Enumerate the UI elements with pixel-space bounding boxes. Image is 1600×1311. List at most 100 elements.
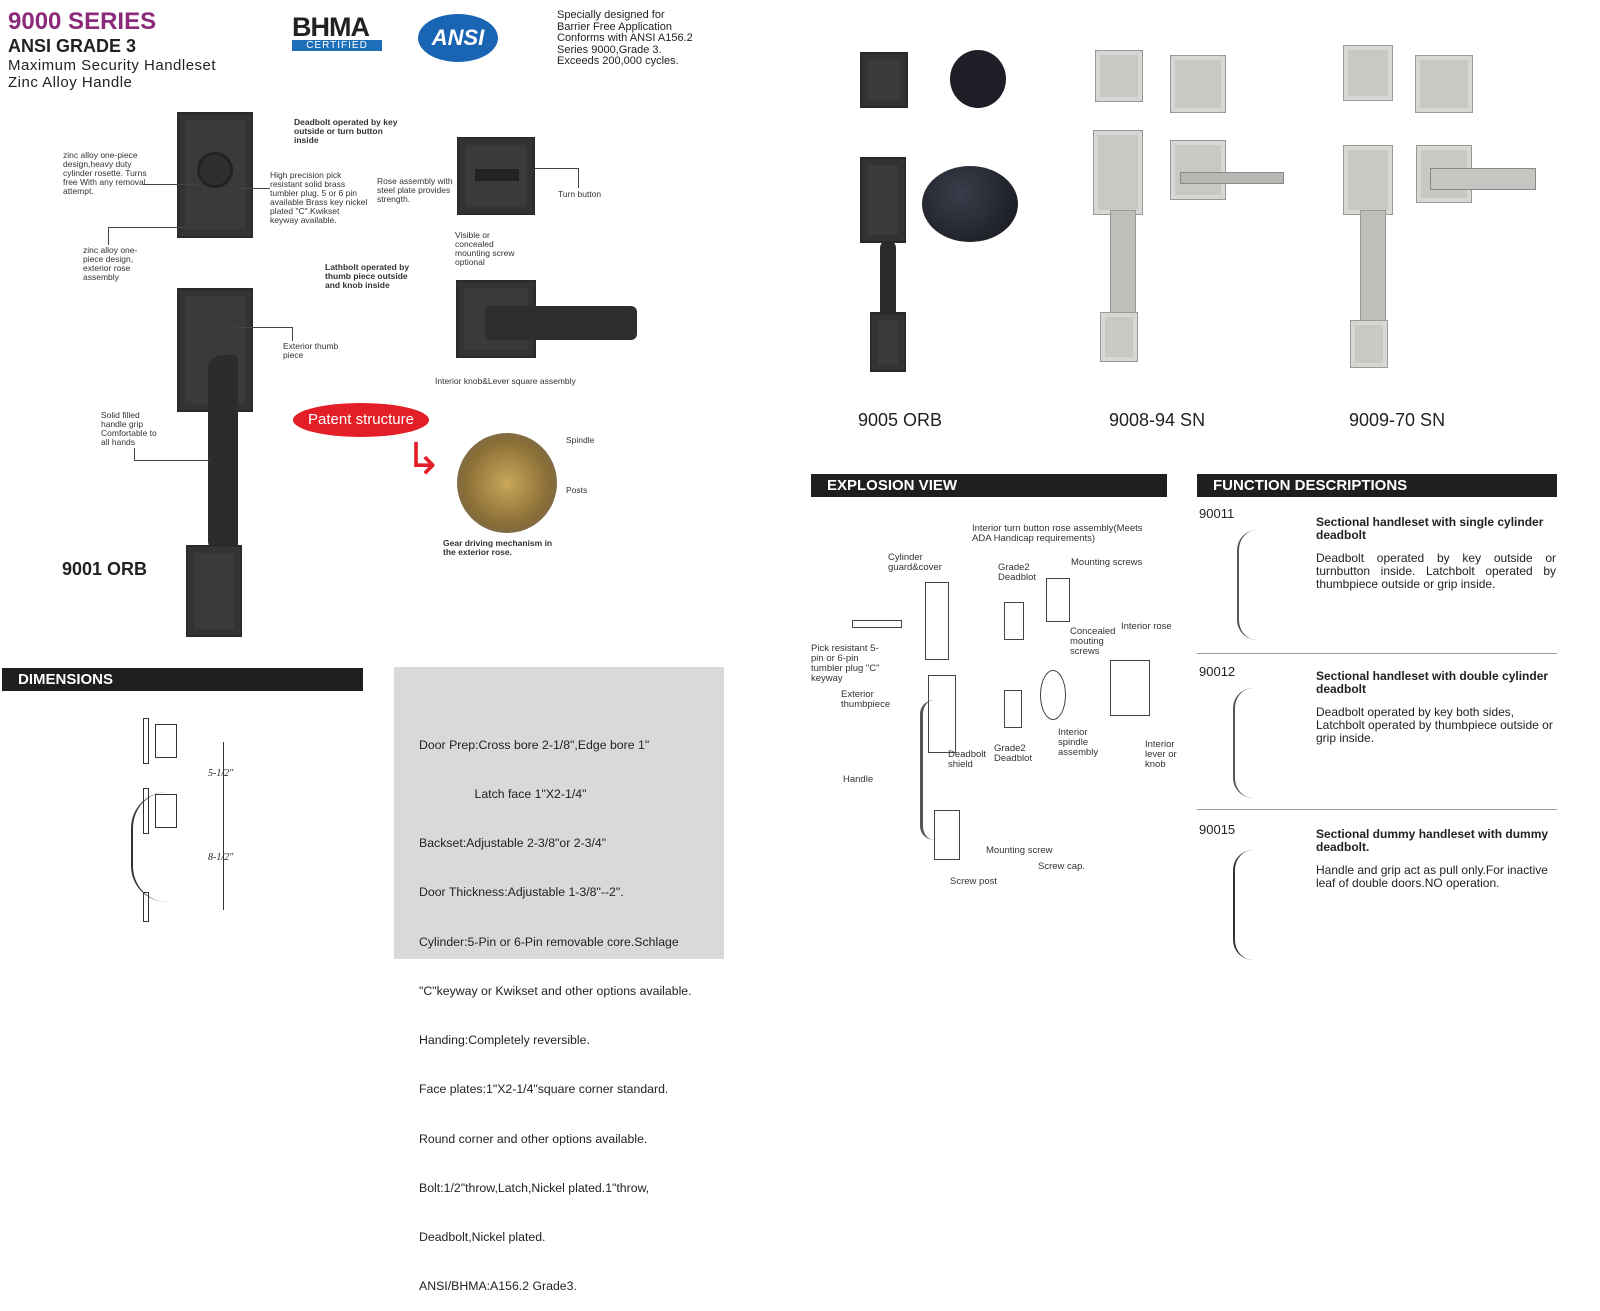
product-model-9008: 9008-94 SN (1109, 410, 1206, 430)
callout-spindle: Spindle (566, 435, 595, 445)
function-code: 90011 (1199, 506, 1235, 521)
product-9008-turn-image (1170, 55, 1226, 113)
explosion-view-header: EXPLOSION VIEW (811, 474, 1167, 497)
handle-grip-image (208, 355, 238, 555)
label-mount-screws: Mounting screws (1071, 557, 1143, 568)
bhma-logo: BHMA CERTIFIED (292, 14, 382, 51)
dimensions-drawing (125, 712, 225, 922)
spec-text: Round corner and other options available… (419, 1131, 648, 1146)
product-9008-deadbolt-image (1095, 50, 1143, 102)
deadbolt-plate-image (177, 112, 253, 238)
spec-line: Conforms with ANSI A156.2 (557, 32, 693, 44)
spec-text: Door Thickness:Adjustable 1-3/8"--2". (419, 885, 624, 900)
product-9005-grip (880, 240, 896, 320)
callout-deadbolt-op: Deadbolt operated by key outside or turn… (294, 117, 398, 145)
callout-precision: High precision pick resistant solid bras… (270, 170, 368, 225)
bhma-certified: CERTIFIED (292, 40, 382, 51)
ansi-logo: ANSI (418, 14, 498, 62)
specs-box: Door Prep:Cross bore 2-1/8",Edge bore 1"… (394, 667, 724, 1293)
label-spindle: Interior spindle assembly (1058, 727, 1099, 758)
spec-block: Specially designed for Barrier Free Appl… (557, 9, 693, 68)
label-cyl-guard: Cylinder guard&cover (888, 552, 942, 573)
product-model-9009: 9009-70 SN (1349, 410, 1446, 430)
function-diagram-icon (1233, 850, 1263, 960)
label-screw-cap: Screw cap. (1038, 861, 1085, 872)
product-9009-deadbolt-image (1343, 45, 1393, 101)
curved-arrow-icon: ↳ (405, 435, 442, 484)
function-title: Sectional handleset with double cylinder… (1316, 669, 1549, 696)
dimension-8-1-2: 8-1/2" (208, 852, 234, 863)
product-9008-lever-rose (1170, 140, 1226, 200)
spec-text: Backset:Adjustable 2-3/8"or 2-3/4" (419, 836, 607, 851)
product-9009-lever (1430, 168, 1536, 190)
turn-button-rose-image (457, 137, 535, 215)
callout-interior-assembly: Interior knob&Lever square assembly (435, 376, 576, 386)
callout-posts: Posts (566, 485, 588, 495)
function-diagram-icon (1233, 688, 1263, 798)
label-db-shield: Deadbolt shield (948, 749, 987, 770)
turn-button-icon (475, 169, 519, 181)
product-9005-knob-image (922, 166, 1018, 242)
product-9005-turn-image (950, 50, 1006, 108)
function-list: 90011 Sectional handleset with single cy… (1197, 500, 1557, 960)
model-label-9001: 9001 ORB (62, 559, 148, 579)
patent-badge: Patent structure (293, 403, 429, 437)
subtitle-2: Zinc Alloy Handle (8, 74, 133, 91)
label-interior-turn: Interior turn button rose assembly(Meets… (972, 523, 1143, 544)
callout-solid-grip: Solid filled handle grip Comfortable to … (101, 410, 157, 447)
function-title: Sectional handleset with single cylinder… (1316, 515, 1544, 542)
product-9005-handle-bottom (870, 312, 906, 372)
label-grade2-top: Grade2 Deadblot (998, 562, 1037, 583)
function-title: Sectional dummy handleset with dummy dea… (1316, 827, 1549, 854)
label-ext-thumb: Exterior thumbpiece (841, 689, 891, 710)
product-9008-lever (1180, 172, 1284, 184)
label-handle: Handle (843, 774, 874, 785)
cylinder-icon (197, 152, 233, 188)
function-desc: Deadbolt operated by key outside or turn… (1316, 551, 1556, 591)
spec-text: Door Prep:Cross bore 2-1/8",Edge bore 1" (419, 737, 650, 752)
product-9009-turn-image (1415, 55, 1473, 113)
spec-line: Exceeds 200,000 cycles. (557, 55, 679, 67)
callout-ext-thumb: Exterior thumb piece (283, 341, 339, 360)
label-grade2-bottom: Grade2 Deadblot (994, 743, 1033, 764)
spec-text: Bolt:1/2"throw,Latch,Nickel plated.1"thr… (419, 1180, 650, 1195)
callout-visible-screw: Visible or concealed mounting screw opti… (455, 230, 515, 267)
spec-text: Cylinder:5-Pin or 6-Pin removable core.S… (419, 934, 679, 949)
product-9008-grip (1110, 210, 1136, 320)
label-int-rose: Interior rose (1121, 621, 1172, 632)
subtitle-1: Maximum Security Handleset (8, 57, 217, 74)
function-code: 90012 (1199, 664, 1236, 679)
spec-text: ANSI/BHMA:A156.2 Grade3. (419, 1279, 577, 1294)
product-model-9005: 9005 ORB (858, 410, 943, 430)
dimensions-header: DIMENSIONS (2, 668, 363, 691)
product-9009-grip (1360, 210, 1386, 325)
handle-bottom-plate-image (186, 545, 242, 637)
gear-mechanism-image (457, 433, 557, 533)
label-pick: Pick resistant 5-pin or 6-pin tumbler pl… (811, 643, 880, 684)
product-9008-handle-top (1093, 130, 1143, 215)
function-diagram-icon (1237, 530, 1267, 640)
function-item: 90011 Sectional handleset with single cy… (1197, 500, 1557, 654)
series-title: 9000 SERIES (8, 8, 157, 35)
function-desc: Deadbolt operated by key both sides, Lat… (1316, 705, 1553, 745)
explosion-diagram (810, 520, 1180, 890)
dimension-5-1-2: 5-1/2" (208, 768, 234, 779)
spec-text: Latch face 1"X2-1/4" (454, 787, 587, 802)
function-code: 90015 (1199, 822, 1236, 837)
label-screw-post: Screw post (950, 876, 997, 887)
product-9008-handle-bottom (1100, 312, 1138, 362)
callout-lathbolt: Lathbolt operated by thumb piece outside… (325, 262, 410, 290)
label-mount-screw: Mounting screw (986, 845, 1053, 856)
lever-handle-image (485, 306, 637, 340)
bhma-text: BHMA (292, 12, 370, 42)
product-9005-handle-top (860, 157, 906, 243)
callout-zinc-rosette: zinc alloy one-piece design,heavy duty c… (63, 150, 147, 196)
callout-rose-assembly: Rose assembly with steel plate provides … (377, 176, 453, 204)
spec-line: Series 9000,Grade 3. (557, 43, 662, 56)
product-9009-handle-top (1343, 145, 1393, 215)
product-9009-handle-bottom (1350, 320, 1388, 368)
header-block: 9000 SERIES ANSI GRADE 3 Maximum Securit… (8, 8, 216, 91)
label-int-lever: Interior lever or knob (1145, 739, 1177, 770)
product-9005-deadbolt-image (860, 52, 908, 108)
callout-gear: Gear driving mechanism in the exterior r… (443, 538, 553, 557)
